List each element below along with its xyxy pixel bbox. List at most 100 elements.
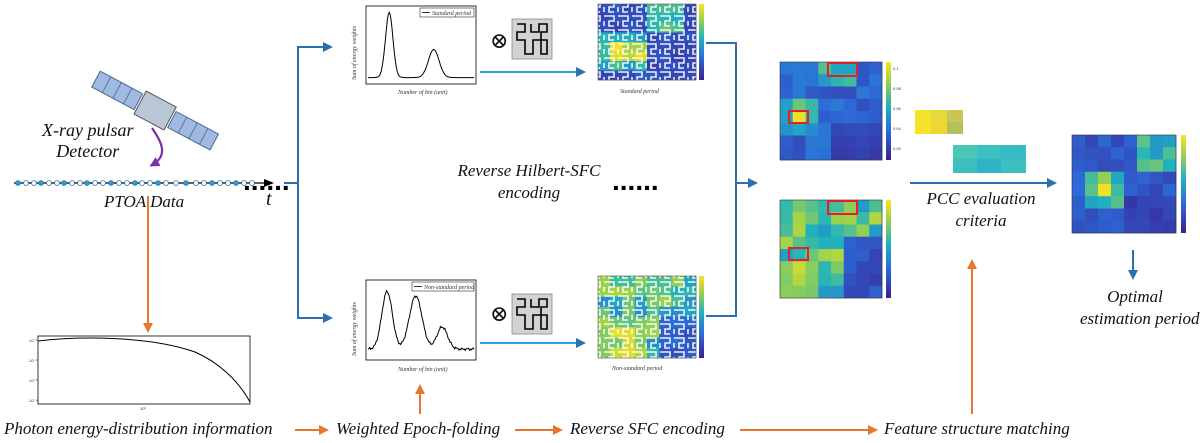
heatmap-cell bbox=[843, 147, 857, 161]
heatmap-cell bbox=[805, 212, 819, 225]
heatmap-cell bbox=[805, 261, 819, 274]
heatmap-cell bbox=[831, 224, 845, 238]
heatmap-cell bbox=[1150, 184, 1164, 197]
photon-dot bbox=[15, 180, 21, 186]
ptoa-label: PTOA Data bbox=[104, 192, 185, 211]
nonstandard-xlabel: Number of bin (unit) bbox=[397, 366, 448, 373]
heatmap-cell bbox=[780, 261, 794, 274]
heatmap-cell bbox=[856, 273, 870, 287]
standard-legend: Standard period bbox=[432, 11, 472, 17]
hilbert-curve-icon-top bbox=[511, 18, 553, 60]
heatmap-cell bbox=[1072, 147, 1086, 160]
heatmap-cell bbox=[869, 147, 883, 161]
heatmap-cell bbox=[1072, 184, 1086, 197]
heatmap-cell bbox=[1137, 147, 1151, 160]
photon-dot bbox=[163, 180, 169, 186]
heatmap-cell bbox=[831, 86, 845, 100]
heatmap-cell bbox=[869, 212, 883, 225]
photon-dot bbox=[173, 180, 179, 186]
heatmap-cell bbox=[1111, 220, 1125, 234]
heatmap-cell bbox=[869, 236, 883, 250]
heatmap-cell bbox=[1137, 159, 1151, 173]
heatmap-cell bbox=[780, 236, 794, 250]
heatmap-cell bbox=[1085, 220, 1099, 234]
heatmap-cell bbox=[805, 273, 819, 287]
standard-encoded-heatmap: Standard period bbox=[597, 3, 704, 95]
heatmap-cell bbox=[1163, 220, 1177, 234]
hilbert-curve-icon-bottom bbox=[511, 293, 553, 335]
heatmap-cell bbox=[805, 200, 819, 213]
heatmap-cell bbox=[1124, 147, 1138, 160]
comparison-heatmap-top: 0.10.080.060.040.02 bbox=[779, 61, 902, 161]
heatmap-cell bbox=[869, 135, 883, 149]
ellipsis-right: ...... bbox=[612, 165, 659, 196]
heatmap-cell bbox=[831, 62, 845, 75]
heatmap-cell bbox=[1111, 159, 1125, 173]
heatmap-cell bbox=[856, 212, 870, 225]
heatmap-cell bbox=[1085, 208, 1099, 222]
photon-dot bbox=[38, 180, 44, 186]
heatmap-cell bbox=[1150, 220, 1164, 234]
colorbar-tick: 0.06 bbox=[893, 106, 902, 111]
photon-dot bbox=[77, 180, 83, 186]
heatmap-cell bbox=[856, 224, 870, 238]
heatmap-cell bbox=[1163, 196, 1177, 209]
heatmap-cell bbox=[792, 261, 806, 274]
energy-distribution-plot: -10⁻¹ -10⁻² -10⁻³ -10⁻⁴ 10⁰ bbox=[28, 335, 251, 411]
flow-arrows-blue bbox=[284, 42, 1138, 323]
photon-dot bbox=[69, 180, 75, 186]
photon-dot bbox=[108, 180, 114, 186]
heatmap-cell bbox=[1137, 196, 1151, 209]
heatmap-cell bbox=[831, 236, 845, 250]
heatmap-cell bbox=[856, 200, 870, 213]
heatmap-cell bbox=[856, 111, 870, 124]
photon-dot bbox=[147, 180, 153, 186]
heatmap-cell bbox=[1111, 208, 1125, 222]
heatmap-cell bbox=[792, 212, 806, 225]
heatmap-cell bbox=[856, 135, 870, 149]
heatmap-cell bbox=[869, 62, 883, 75]
heatmap-cell bbox=[1163, 184, 1177, 197]
pcc-patch-yellow bbox=[915, 110, 963, 134]
detector-arrow bbox=[149, 127, 164, 167]
heatmap-cell bbox=[1072, 159, 1086, 173]
heatmap-cell bbox=[805, 135, 819, 149]
heatmap-cell bbox=[1150, 159, 1164, 173]
photon-arrival-dots bbox=[15, 180, 255, 186]
svg-text:-10⁻¹: -10⁻¹ bbox=[28, 338, 38, 343]
nonstandard-encoded-heatmap: Non-standard period bbox=[597, 275, 704, 372]
detector-label: X-ray pulsar Detector bbox=[42, 120, 134, 161]
heatmap-cell bbox=[792, 273, 806, 287]
encode-arrows bbox=[480, 67, 586, 348]
heatmap-cell bbox=[843, 62, 857, 75]
svg-text:-10⁻³: -10⁻³ bbox=[28, 378, 38, 383]
heatmap-cell bbox=[1137, 135, 1151, 148]
photon-dot bbox=[193, 180, 199, 186]
nonstandard-ylabel: Sum of energy weights bbox=[351, 301, 358, 356]
heatmap-cell bbox=[869, 249, 883, 262]
heatmap-cell bbox=[831, 147, 845, 161]
heatmap-cell bbox=[780, 285, 794, 299]
heatmap-cell bbox=[818, 212, 832, 225]
heatmap-cell bbox=[1072, 171, 1086, 185]
standard-period-plot: Standard period Sum of energy weights Nu… bbox=[351, 5, 477, 96]
heatmap-cell bbox=[1098, 147, 1112, 160]
heatmap-cell bbox=[818, 135, 832, 149]
heatmap-cell bbox=[831, 74, 845, 87]
heatmap-cell bbox=[1098, 208, 1112, 222]
heatmap-cell bbox=[805, 147, 819, 161]
heatmap-cell bbox=[792, 224, 806, 238]
pipeline-step-4: Feature structure matching bbox=[884, 419, 1070, 438]
heatmap-cell bbox=[1124, 220, 1138, 234]
heatmap-cell bbox=[818, 147, 832, 161]
heatmap-cell bbox=[856, 261, 870, 274]
photon-dot bbox=[92, 180, 98, 186]
ellipsis-left: ...... bbox=[243, 165, 290, 196]
heatmap-cell bbox=[1072, 208, 1086, 222]
heatmap-cell bbox=[780, 212, 794, 225]
heatmap-cell bbox=[869, 273, 883, 287]
heatmap-cell bbox=[1124, 159, 1138, 173]
heatmap-cell bbox=[843, 212, 857, 225]
heatmap-cell bbox=[818, 123, 832, 136]
heatmap-cell bbox=[1085, 159, 1099, 173]
